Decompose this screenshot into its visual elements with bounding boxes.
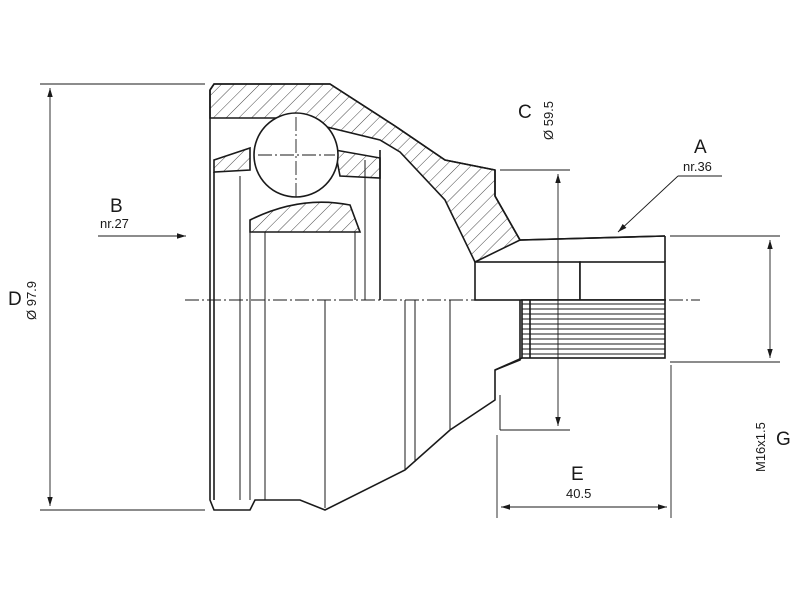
label-g-value: M16x1.5 xyxy=(753,422,768,472)
label-b-letter: B xyxy=(110,196,123,217)
inner-race-section xyxy=(213,146,381,233)
splined-shaft xyxy=(494,299,666,430)
label-d-value: Ø 97.9 xyxy=(24,281,39,320)
label-e-letter: E xyxy=(571,464,584,485)
center-lines xyxy=(185,117,700,301)
dimension-a xyxy=(617,175,722,233)
dimension-e xyxy=(496,365,672,518)
label-a-letter: A xyxy=(694,137,707,158)
label-b-value: nr.27 xyxy=(100,216,129,231)
label-a-value: nr.36 xyxy=(683,159,712,174)
dimension-c xyxy=(500,169,570,431)
label-d-letter: D xyxy=(8,289,22,310)
dimension-g xyxy=(670,235,780,363)
label-g-letter: G xyxy=(776,429,791,450)
label-e-value: 40.5 xyxy=(566,486,591,501)
label-c-value: Ø 59.5 xyxy=(541,101,556,140)
dimension-d xyxy=(40,83,205,511)
shaft-section xyxy=(474,235,666,301)
housing-outline xyxy=(209,90,521,511)
label-c-letter: C xyxy=(518,102,532,123)
